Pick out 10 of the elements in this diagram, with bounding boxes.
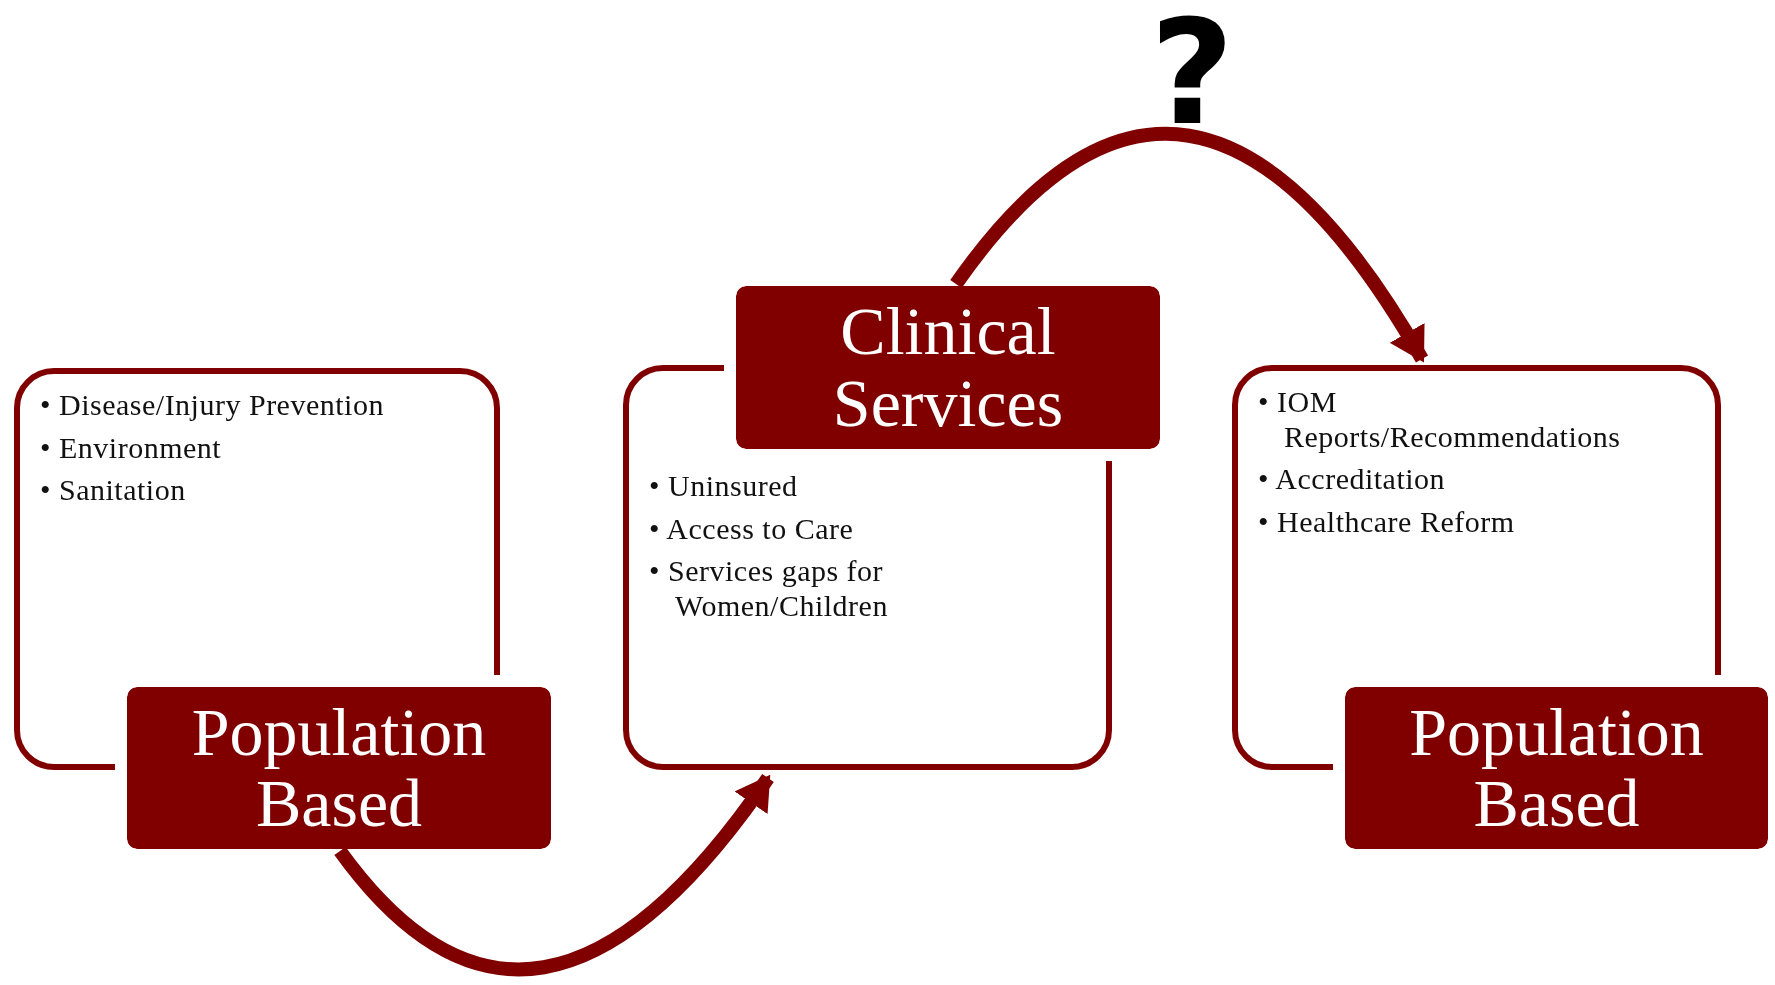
- question-mark: ?: [1150, 0, 1235, 145]
- bullet-item: • Services gaps for Women/Children: [649, 554, 889, 623]
- bullet-item: • IOM Reports/Recommendations: [1258, 385, 1622, 454]
- bullet-item: • Accreditation: [1258, 462, 1447, 497]
- bullet-item: • Sanitation: [40, 473, 187, 508]
- bullet-item: • Disease/Injury Prevention: [40, 388, 385, 423]
- bullet-item: • Uninsured: [649, 469, 799, 504]
- bullet-item: • Healthcare Reform: [1258, 504, 1516, 539]
- bullet-item: • Environment: [40, 430, 223, 465]
- bullet-item: • Access to Care: [649, 511, 855, 546]
